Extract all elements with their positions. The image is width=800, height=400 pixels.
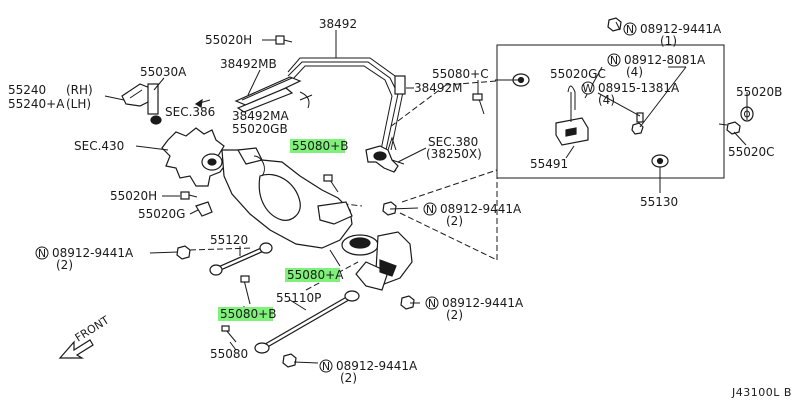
fastener-symbol: N <box>610 54 618 67</box>
fastener-callout-3[interactable]: W 08915-1381A (4) <box>581 81 680 107</box>
label-55240[interactable]: 55240 <box>8 83 46 97</box>
label-55080C[interactable]: 55080+C <box>432 67 489 81</box>
bolt-55080C[interactable] <box>472 93 485 115</box>
bracket-55491[interactable] <box>555 85 589 146</box>
bolt-55080B-top[interactable] <box>323 174 339 193</box>
label-55110P[interactable]: 55110P <box>276 291 321 305</box>
label-sec386[interactable]: SEC.386 <box>165 105 215 119</box>
label-55020B[interactable]: 55020B <box>736 85 782 99</box>
fastener-code: 08912-9441A <box>640 22 722 36</box>
label-55491[interactable]: 55491 <box>530 157 568 171</box>
fastener-code: 08912-9441A <box>52 246 134 260</box>
upper-link-55110P[interactable] <box>254 290 360 354</box>
fastener-symbol: N <box>428 297 436 310</box>
label-55240A-lh: (LH) <box>66 97 91 111</box>
inset-leaders <box>495 21 748 193</box>
fastener-symbol: N <box>38 247 46 260</box>
fastener-symbol: W <box>583 82 594 95</box>
bolt-55080B-bottom[interactable] <box>240 275 251 305</box>
bolt-55020H-mid[interactable] <box>180 191 198 200</box>
sec386-arrow <box>194 98 211 108</box>
label-55240-rh: (RH) <box>66 83 93 97</box>
label-55020C[interactable]: 55020C <box>728 145 775 159</box>
fastener-code: 08912-9441A <box>442 296 524 310</box>
label-55130[interactable]: 55130 <box>640 195 678 209</box>
inset-nut <box>631 112 644 135</box>
fastener-callout-7[interactable]: N 08912-9441A (2) <box>319 359 418 385</box>
figure-code: J43100L B <box>731 386 792 399</box>
front-direction-arrow <box>58 339 94 359</box>
fastener-callout-2[interactable]: N 08912-8081A (4) <box>607 53 706 79</box>
clip-55020GB[interactable] <box>299 91 310 109</box>
fastener-code: 08912-9441A <box>336 359 418 373</box>
lower-link-55120[interactable] <box>209 242 273 276</box>
fastener-symbol: N <box>426 203 434 216</box>
fastener-symbol: N <box>626 23 634 36</box>
label-55020H-top[interactable]: 55020H <box>205 33 252 47</box>
label-38492[interactable]: 38492 <box>319 17 357 31</box>
label-55080B-top[interactable]: 55080+B <box>292 139 348 153</box>
fastener-qty: (2) <box>56 258 73 272</box>
fastener-qty: (4) <box>626 65 643 79</box>
fastener-code: 08915-1381A <box>598 81 680 95</box>
fastener-callout-1[interactable]: N 08912-9441A (1) <box>623 22 722 48</box>
fastener-qty: (2) <box>446 214 463 228</box>
label-sec380[interactable]: SEC.380 <box>428 135 478 149</box>
fastener-symbol: N <box>322 360 330 373</box>
label-55020H-mid[interactable]: 55020H <box>110 189 157 203</box>
label-55030A[interactable]: 55030A <box>140 65 187 79</box>
rear-axle-assembly[interactable] <box>161 127 413 291</box>
bushing-55020C[interactable] <box>726 121 741 135</box>
nut-left <box>176 245 191 260</box>
label-55120[interactable]: 55120 <box>210 233 248 247</box>
label-55080A[interactable]: 55080+A <box>287 268 344 282</box>
highlight-55080B-top <box>290 139 345 153</box>
bolt-55020H-top[interactable] <box>275 35 293 45</box>
highlight-55080A <box>285 268 340 282</box>
bushing-55030A[interactable] <box>147 83 162 125</box>
nut-upper-right <box>382 201 397 216</box>
fastener-code: 08912-9441A <box>440 202 522 216</box>
label-38492MB[interactable]: 38492MB <box>220 57 277 71</box>
fastener-callout-4[interactable]: N 08912-9441A (2) <box>423 202 522 228</box>
bolt-55080[interactable] <box>221 325 237 343</box>
fastener-callout-6[interactable]: N 08912-9441A (2) <box>425 296 524 322</box>
label-55240A[interactable]: 55240+A <box>8 97 65 111</box>
label-55080[interactable]: 55080 <box>210 347 248 361</box>
main-leaders <box>104 30 479 364</box>
clip-55020G[interactable] <box>195 201 213 217</box>
fastener-qty: (2) <box>446 308 463 322</box>
fastener-qty: (4) <box>598 93 615 107</box>
label-sec430[interactable]: SEC.430 <box>74 139 124 153</box>
brake-hose-38492MA[interactable] <box>236 87 294 113</box>
label-55080B-bottom[interactable]: 55080+B <box>220 307 276 321</box>
label-38492M[interactable]: 38492M <box>414 81 463 95</box>
highlight-55080B-bottom <box>218 307 273 321</box>
label-38492MA[interactable]: 38492MA <box>232 109 290 123</box>
label-55020G[interactable]: 55020G <box>138 207 185 221</box>
brake-component-sec380[interactable] <box>365 136 405 173</box>
panhard-rod-inset-frame <box>496 44 725 179</box>
nut-lower-right <box>400 295 415 310</box>
label-sec380-ref: (38250X) <box>426 147 482 161</box>
fastener-qty: (1) <box>660 34 677 48</box>
brake-hose-38492MB[interactable] <box>234 76 302 107</box>
fastener-qty: (2) <box>340 371 357 385</box>
label-55020GC[interactable]: 55020GC <box>550 67 606 81</box>
nut-bottom <box>282 353 297 368</box>
label-55020GB[interactable]: 55020GB <box>232 122 288 136</box>
fastener-code: 08912-8081A <box>624 53 706 67</box>
label-front: FRONT <box>73 313 112 344</box>
brake-tube-38492[interactable] <box>287 57 406 151</box>
bolt-55080A[interactable] <box>329 249 341 267</box>
fastener-callout-5[interactable]: N 08912-9441A (2) <box>35 246 134 272</box>
